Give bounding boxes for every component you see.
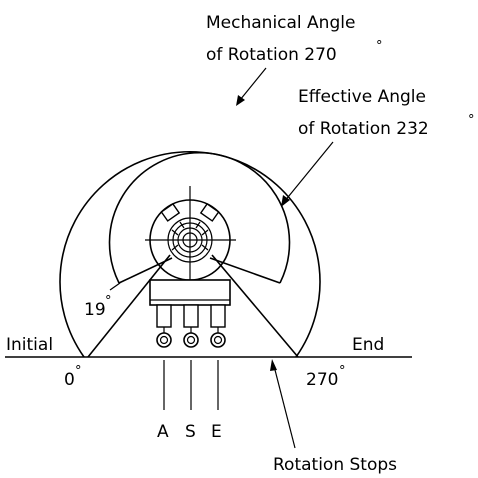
pot-shaft-ring-1 [167,217,213,263]
terminal-eyelet-a [156,332,172,348]
effective-angle-title: Effective Angle [298,87,426,107]
rotation-stops-leader-line [273,365,296,449]
effective-angle-value: of Rotation 232 [298,119,429,139]
rotation-stops-label: Rotation Stops [273,455,397,475]
mechanical-angle-value: of Rotation 270 [206,45,337,65]
terminal-eyelet-s-inner [186,335,196,345]
pin-a-label: A [157,422,169,442]
angle-19-label: 19 [84,300,106,320]
angle-270-label: 270 [306,370,338,390]
initial-radial-line [87,254,171,358]
shaft-spline-marks [171,221,209,251]
pin-s-label: S [185,422,196,442]
effective-leader-arrow [281,195,290,207]
pot-shaft-ring-2 [172,222,208,258]
mechanical-angle-title: Mechanical Angle [206,13,355,33]
terminal-eyelet-e [210,332,226,348]
pin-e-label: E [211,422,222,442]
mechanical-degree-symbol: ° [376,39,383,54]
terminal-eyelet-s [183,332,199,348]
effective-start-line [118,257,173,284]
angle-19-degree: ° [105,294,112,309]
initial-label: Initial [6,335,53,355]
end-label: End [352,335,384,355]
effective-leader-line [283,141,334,203]
effective-angle-arc [108,152,291,284]
angle-0-label: 0 [64,370,75,390]
angle-0-degree: ° [75,364,82,379]
mechanical-leader-line [239,67,267,101]
terminal-eyelet-e-inner [213,335,223,345]
end-radial-line [211,254,299,358]
terminal-housing [149,279,231,306]
terminal-tab-e [210,304,226,328]
stop-notch-right [199,202,220,222]
stop-notch-left [160,202,181,222]
effective-degree-symbol: ° [468,113,475,128]
angle-270-degree: ° [339,364,346,379]
pot-shaft-ring-4 [182,232,198,248]
terminal-tab-s [183,304,199,328]
angle-19-marker [109,282,121,291]
mechanical-angle-arc [59,150,321,358]
effective-end-line [209,257,281,284]
terminal-tab-a [156,304,172,328]
mechanical-leader-arrow [236,95,245,106]
pot-shaft-ring-3 [177,227,203,253]
rotation-stops-leader-arrow [270,359,277,371]
terminal-eyelet-a-inner [159,335,169,345]
